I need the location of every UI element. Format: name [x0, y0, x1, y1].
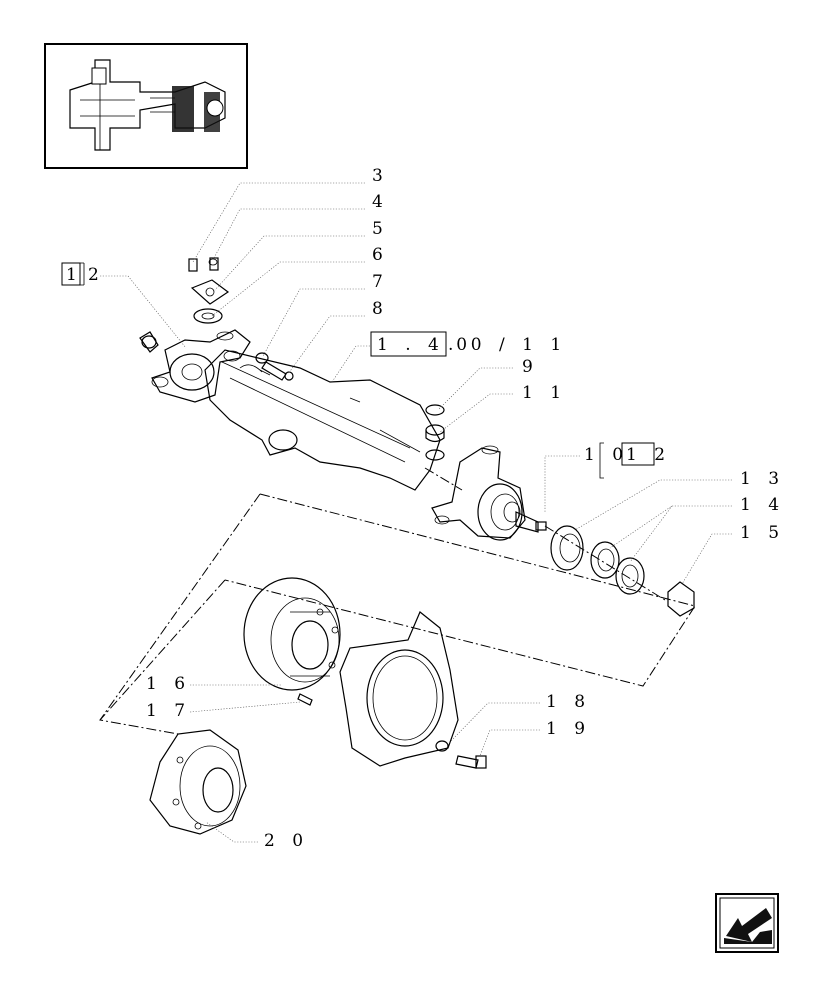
label-8: 8 — [372, 299, 389, 319]
label-6: 6 — [372, 245, 389, 265]
label-9: 9 — [522, 357, 539, 377]
bolt-7-8 — [255, 352, 294, 381]
washer-bolt-18-19 — [435, 740, 487, 769]
label-17: 1 7 — [146, 701, 191, 721]
ref-box-1-2[interactable]: 1 2 — [61, 262, 105, 286]
label-14: 1 4 — [740, 495, 785, 515]
label-13: 1 3 — [740, 469, 785, 489]
left-upper-parts — [139, 257, 241, 362]
label-11: 1 1 — [522, 383, 567, 403]
ref-140-box: 1 . 4 0 — [377, 335, 473, 355]
label-3: 3 — [372, 166, 389, 186]
leader-lines — [100, 182, 732, 843]
ref-10-text: 1 0 — [584, 445, 629, 465]
label-4: 4 — [372, 192, 389, 212]
boundary-upper — [224, 493, 696, 687]
ref-140-text: . 0 / 1 1 — [448, 335, 567, 355]
label-15: 1 5 — [740, 523, 785, 543]
left-steering-knuckle — [151, 329, 251, 403]
label-20: 2 0 — [264, 831, 309, 851]
seal-bearing-9-11 — [425, 404, 445, 461]
ref-box-10-12[interactable]: 1 0 1 2 — [584, 442, 671, 479]
brake-plate — [339, 611, 459, 767]
label-7: 7 — [372, 272, 389, 292]
boundary-diag — [99, 579, 226, 721]
axle-housing — [204, 349, 441, 491]
label-19: 1 9 — [546, 719, 591, 739]
label-16: 1 6 — [146, 674, 191, 694]
axle-thumbnail-icon — [44, 43, 248, 169]
bearing-parts-13-14-15 — [544, 525, 695, 617]
ref-1-box: 1 — [66, 265, 83, 285]
ref-10-box: 1 2 — [626, 445, 671, 465]
right-steering-knuckle — [424, 445, 526, 541]
hub-20 — [149, 729, 247, 835]
back-arrow-icon[interactable] — [715, 893, 779, 953]
ref-1-text: 2 — [88, 265, 105, 285]
label-18: 1 8 — [546, 692, 591, 712]
ref-box-1-40-0-11[interactable]: 1 . 4 0 . 0 / 1 1 — [370, 331, 567, 357]
hub-carrier-16 — [243, 577, 341, 706]
shaft-stub — [515, 511, 547, 533]
boundary-left — [99, 493, 261, 735]
label-5: 5 — [372, 219, 389, 239]
